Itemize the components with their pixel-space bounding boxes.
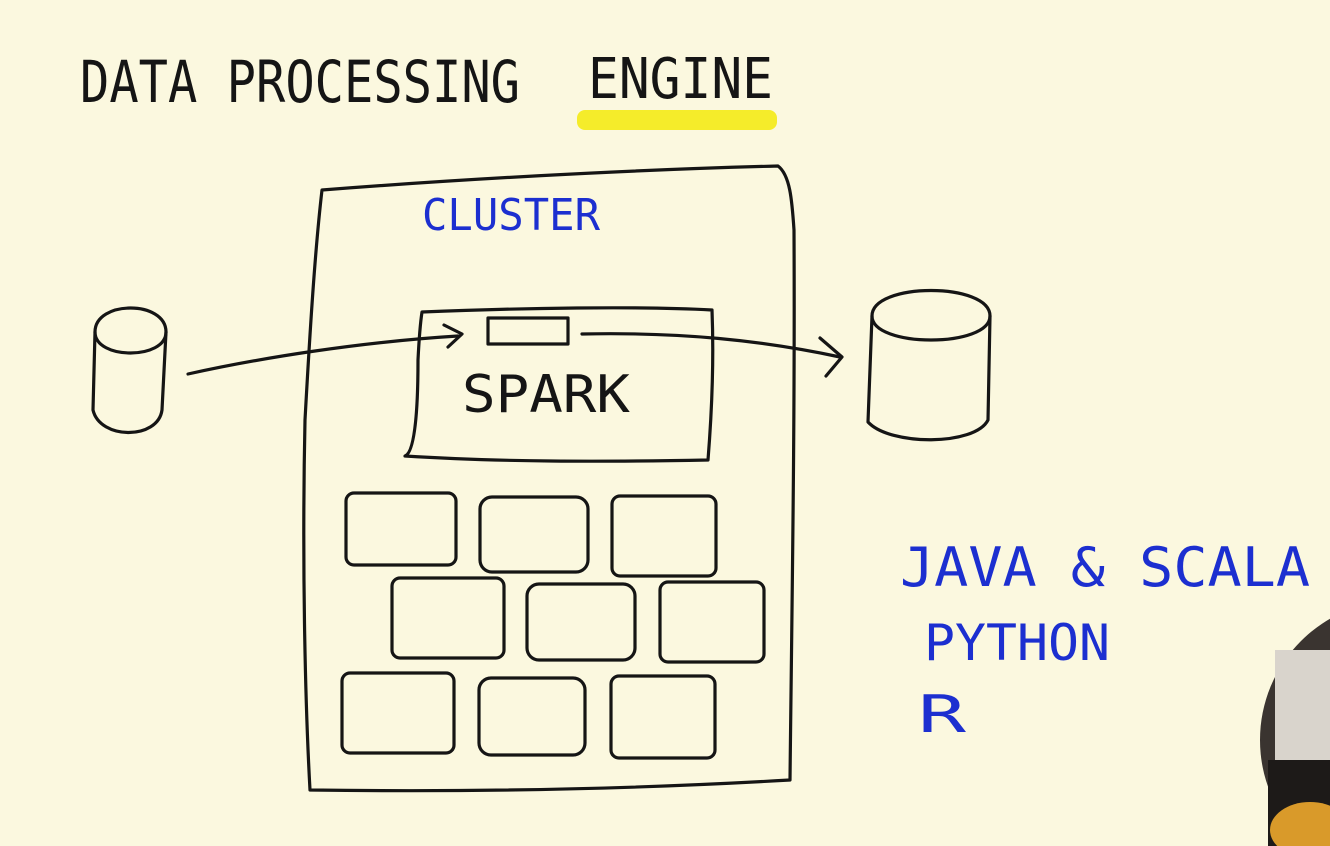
cluster-label: CLUSTER [422,190,600,241]
input-arrow [186,323,464,376]
source-database-icon [91,306,168,434]
cluster-box [302,164,796,793]
worker-node [525,582,637,662]
worker-node [340,671,456,755]
output-arrow [580,332,844,378]
language-item: R [918,685,967,745]
title-data-processing: DATA PROCESSING [80,48,520,116]
worker-node [478,495,590,574]
language-item: JAVA & SCALA [900,536,1310,599]
worker-node [390,576,506,660]
title-engine: ENGINE [588,47,773,112]
spark-label: SPARK [462,365,631,425]
worker-node [658,580,766,664]
spark-small-rect [486,316,570,346]
presenter-video-bubble [1260,618,1330,846]
worker-node [609,674,717,760]
language-list: JAVA & SCALA PYTHON R [900,536,1310,745]
language-item: PYTHON [924,614,1110,672]
worker-node [344,491,458,567]
target-database-icon [866,288,992,442]
worker-node [610,494,718,578]
spark-box [403,306,715,463]
worker-node [477,676,587,757]
worker-nodes [340,491,766,760]
title-highlight [577,110,777,130]
